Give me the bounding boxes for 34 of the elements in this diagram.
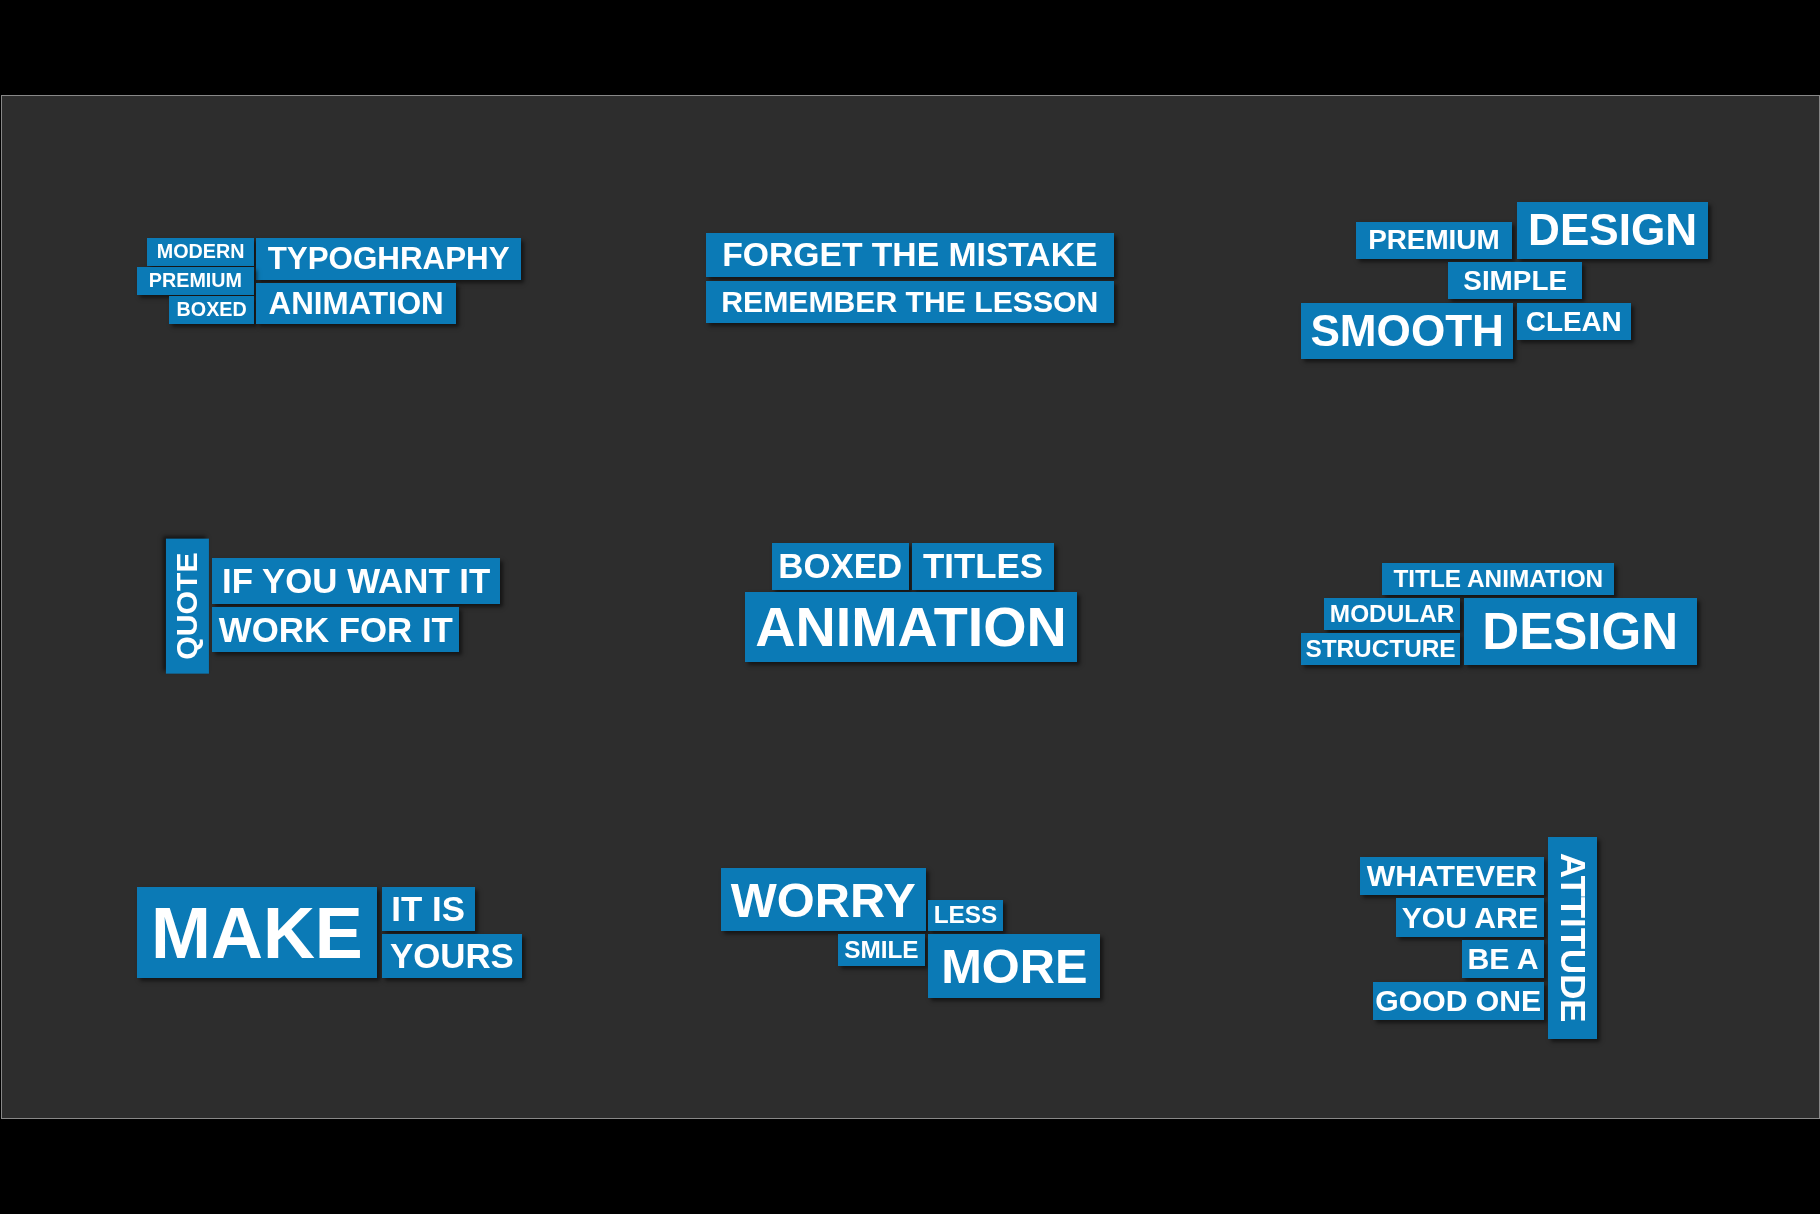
title-banner: MODULAR bbox=[1324, 597, 1460, 631]
title-banner: WHATEVER bbox=[1360, 856, 1544, 895]
title-banner: FORGET THE MISTAKE bbox=[705, 233, 1115, 278]
title-banner: PREMIUM bbox=[136, 266, 254, 295]
title-banner: IT IS bbox=[381, 886, 475, 931]
title-banner: MORE bbox=[928, 934, 1101, 999]
title-banner: MAKE bbox=[136, 886, 378, 979]
title-banner: YOURS bbox=[381, 934, 523, 979]
title-banner: STRUCTURE bbox=[1301, 632, 1460, 666]
title-banner: SIMPLE bbox=[1448, 262, 1582, 300]
title-banner: SMILE bbox=[837, 934, 925, 966]
title-banner: WORK FOR IT bbox=[212, 607, 460, 653]
title-banner: TYPOGHRAPHY bbox=[256, 237, 521, 280]
title-banner: WORRY bbox=[720, 868, 927, 931]
title-banner: REMEMBER THE LESSON bbox=[705, 280, 1115, 323]
title-banner: ANIMATION bbox=[745, 591, 1077, 662]
title-banner: CLEAN bbox=[1516, 302, 1631, 341]
title-banner: TITLES bbox=[912, 543, 1054, 590]
title-banner: LESS bbox=[928, 899, 1003, 931]
title-banner: MODERN bbox=[147, 237, 255, 266]
title-banner: QUOTE bbox=[165, 538, 209, 674]
title-banner: DESIGN bbox=[1463, 597, 1697, 666]
title-banner: YOU ARE bbox=[1396, 898, 1544, 937]
title-banner: TITLE ANIMATION bbox=[1382, 562, 1615, 596]
title-banner: IF YOU WANT IT bbox=[212, 558, 501, 604]
title-banner: BOXED bbox=[169, 295, 254, 324]
title-banner: SMOOTH bbox=[1301, 302, 1514, 359]
title-banner: BOXED bbox=[771, 543, 909, 590]
title-banner: ANIMATION bbox=[256, 283, 456, 324]
title-banner: ATTITUDE bbox=[1548, 836, 1597, 1039]
title-banner: DESIGN bbox=[1516, 201, 1709, 259]
title-banner: GOOD ONE bbox=[1372, 981, 1544, 1021]
title-banner: PREMIUM bbox=[1355, 221, 1513, 259]
title-banner: BE A bbox=[1462, 940, 1544, 979]
